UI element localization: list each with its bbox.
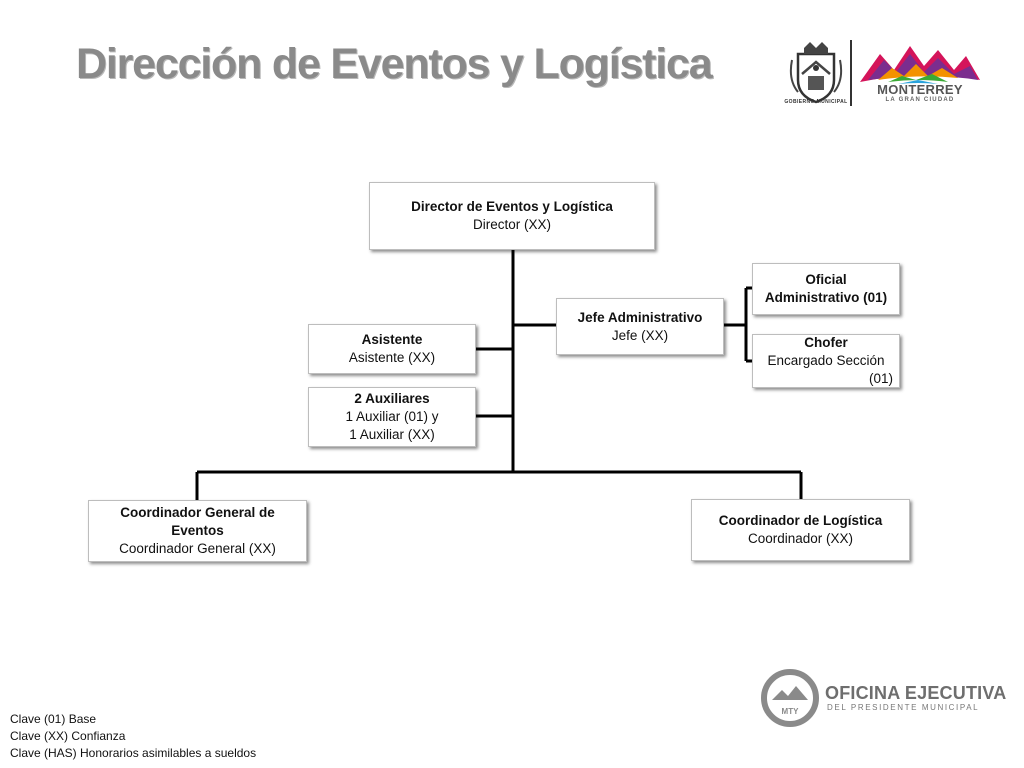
org-box-director: Director de Eventos y Logística Director… (369, 182, 655, 250)
legend-item: Clave (01) Base (10, 712, 97, 726)
org-box-auxiliares: 2 Auxiliares 1 Auxiliar (01) y 1 Auxilia… (308, 387, 476, 447)
coord-eventos-title: Coordinador General de Eventos (120, 505, 275, 538)
oe-badge-text: MTY (782, 707, 800, 716)
logo-divider (850, 40, 852, 106)
brand-tagline: LA GRAN CIUDAD (885, 97, 955, 103)
chofer-line2: (01) (868, 371, 893, 386)
page-title: Dirección de Eventos y Logística (76, 40, 713, 88)
org-box-coordinador-logistica: Coordinador de Logística Coordinador (XX… (691, 499, 910, 561)
asistente-subtitle: Asistente (XX) (348, 350, 436, 365)
oficial-title: Oficial Administrativo (01) (764, 272, 888, 305)
jefe-title: Jefe Administrativo (577, 309, 703, 325)
jefe-subtitle: Jefe (XX) (611, 327, 669, 343)
director-title: Director de Eventos y Logística (411, 199, 613, 214)
brand-name: MONTERREY (877, 82, 963, 97)
chofer-title: Chofer (804, 335, 848, 350)
oficina-ejecutiva-logo-icon: MTY (761, 669, 819, 727)
auxiliares-line1: 1 Auxiliar (01) y (345, 409, 439, 424)
director-subtitle: Director (XX) (472, 217, 551, 232)
municipal-seal-icon (789, 42, 843, 104)
legend-item: Clave (HAS) Honorarios asimilables a sue… (10, 746, 257, 760)
legend-item: Clave (XX) Confianza (10, 729, 126, 743)
seal-caption: GOBIERNO MUNICIPAL (784, 99, 848, 105)
chofer-line1: Encargado Sección (767, 353, 885, 368)
oficina-ejecutiva-title: OFICINA EJECUTIVA (825, 683, 1007, 703)
coord-eventos-subtitle: Coordinador General (XX) (119, 541, 276, 556)
auxiliares-line2: 1 Auxiliar (XX) (349, 427, 435, 442)
org-box-chofer: Chofer Encargado Sección (01) (752, 334, 900, 388)
org-box-jefe-administrativo: Jefe Administrativo Jefe (XX) (556, 298, 724, 355)
monterrey-mountains-logo-icon (860, 46, 980, 84)
coord-logistica-title: Coordinador de Logística (718, 513, 883, 528)
oficina-ejecutiva-subtitle: DEL PRESIDENTE MUNICIPAL (827, 703, 980, 712)
legend: Clave (01) Base Clave (XX) Confianza Cla… (10, 711, 256, 762)
coord-logistica-subtitle: Coordinador (XX) (747, 531, 854, 546)
org-box-asistente: Asistente Asistente (XX) (308, 324, 476, 374)
auxiliares-title: 2 Auxiliares (354, 391, 430, 406)
org-box-coordinador-eventos: Coordinador General de Eventos Coordinad… (88, 500, 307, 562)
org-box-oficial-administrativo: Oficial Administrativo (01) (752, 263, 900, 315)
asistente-title: Asistente (361, 332, 423, 347)
